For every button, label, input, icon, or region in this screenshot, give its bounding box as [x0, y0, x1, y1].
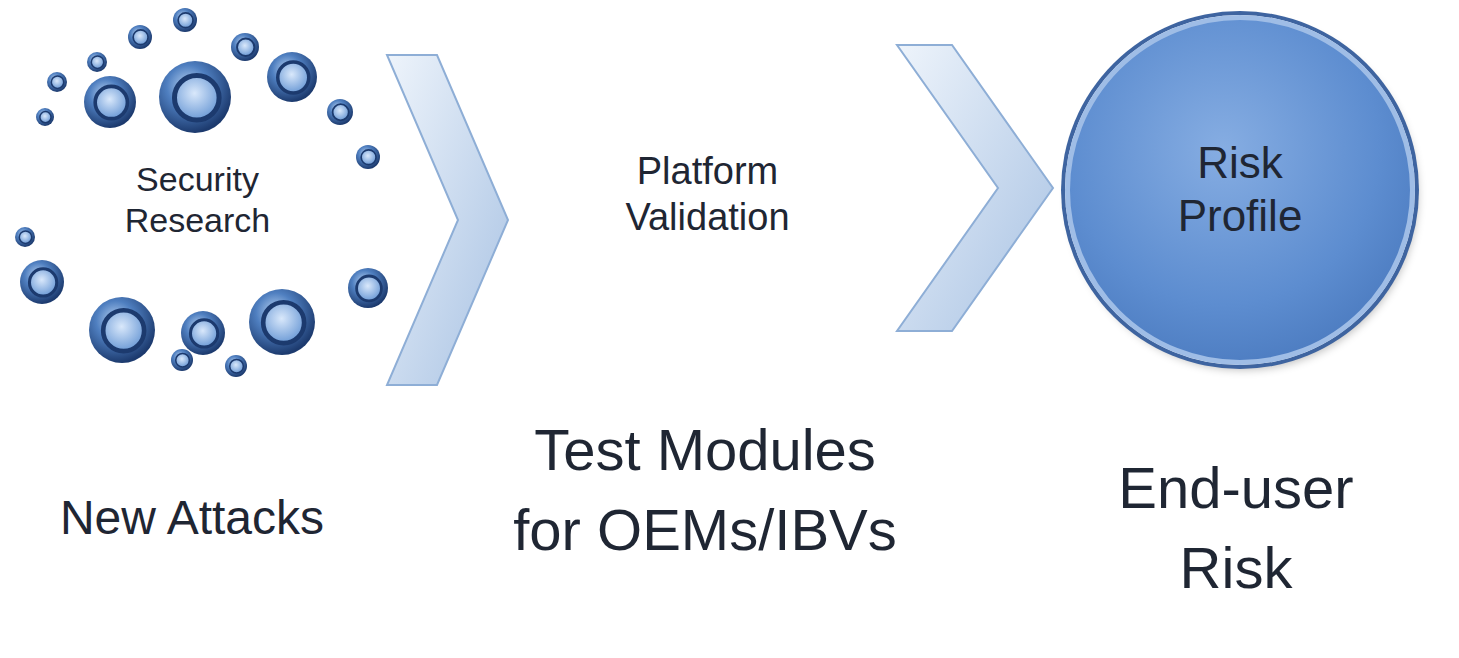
- bubble-core: [263, 302, 304, 343]
- bubble-core: [361, 150, 376, 165]
- bubble-core: [133, 30, 148, 45]
- bubble-core: [190, 320, 217, 347]
- bubble-core: [19, 231, 31, 243]
- bubble-core: [51, 76, 63, 88]
- bubble-core: [237, 39, 254, 56]
- bubble: [84, 76, 136, 128]
- bubble-core: [278, 62, 309, 93]
- bubble-core: [176, 353, 190, 367]
- step-node: Platform Validation: [520, 110, 895, 280]
- bubble: [15, 227, 35, 247]
- bubble: [327, 99, 353, 125]
- bubble: [267, 52, 317, 102]
- bubble: [159, 61, 231, 133]
- bubble-core: [103, 310, 144, 351]
- bubble-core: [174, 75, 219, 120]
- bubble: [87, 52, 107, 72]
- bubble-core: [178, 13, 193, 28]
- node-text: Risk Profile: [1135, 137, 1345, 243]
- bubble: [356, 145, 380, 169]
- bubble-core: [29, 269, 56, 296]
- bubble: [225, 355, 247, 377]
- bubble-core: [91, 56, 103, 68]
- bubble-core: [95, 86, 127, 118]
- bubble-core: [357, 276, 382, 301]
- bubble: [47, 72, 67, 92]
- node-text: Security Research: [81, 159, 314, 241]
- caption-label: End-user Risk: [1056, 448, 1416, 608]
- chevron-arrow: [387, 55, 508, 385]
- bubble-core: [333, 104, 349, 120]
- bubble: [249, 289, 315, 355]
- bubble: [181, 311, 225, 355]
- bubble: [173, 8, 197, 32]
- bubble-core: [230, 359, 244, 373]
- node-text: Platform Validation: [591, 149, 824, 240]
- bubble: [89, 297, 155, 363]
- bubble: [171, 349, 193, 371]
- risk-circle: Risk Profile: [1065, 15, 1415, 365]
- step-node: Security Research: [10, 40, 385, 360]
- bubble: [231, 33, 259, 61]
- bubble-core: [40, 112, 51, 123]
- bubble: [348, 268, 388, 308]
- bubble: [20, 260, 64, 304]
- bubble: [36, 108, 54, 126]
- caption-label: Test Modules for OEMs/IBVs: [505, 410, 905, 570]
- bubble: [128, 25, 152, 49]
- caption-label: New Attacks: [12, 485, 372, 551]
- chevron-arrow: [897, 45, 1053, 331]
